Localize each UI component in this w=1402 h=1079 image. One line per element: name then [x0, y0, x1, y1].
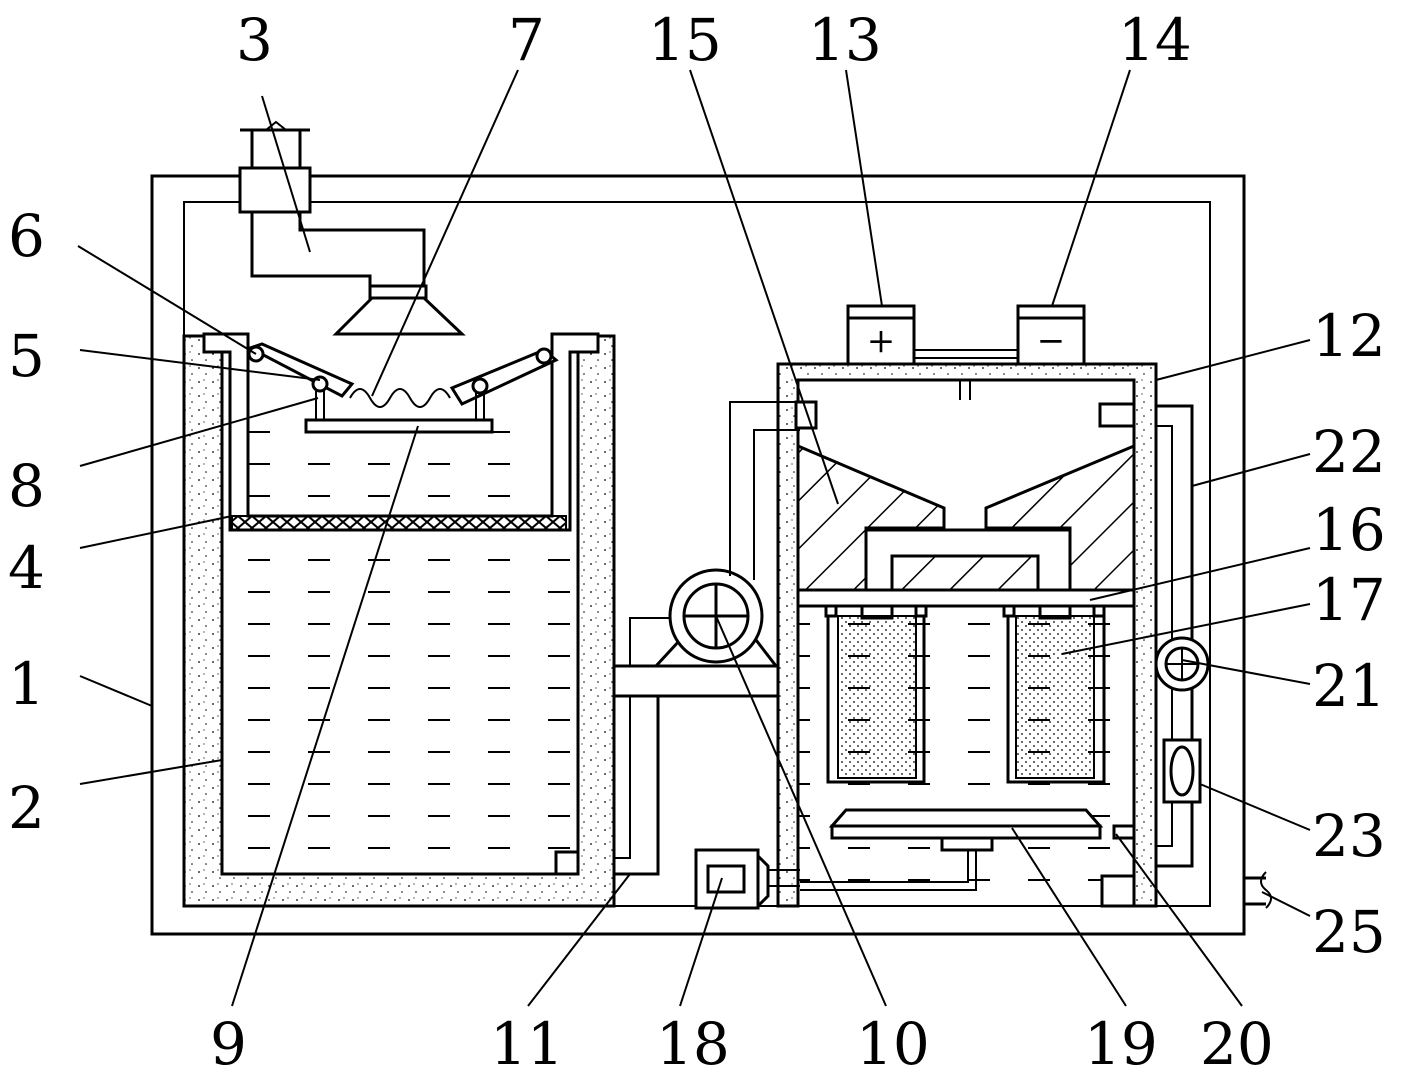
positive-terminal-label: + [867, 321, 896, 361]
motor [694, 848, 800, 910]
label-9: 9 [210, 1010, 247, 1074]
label-15: 15 [648, 6, 722, 74]
label-3: 3 [236, 6, 273, 74]
label-1: 1 [8, 650, 45, 718]
inlet-pipe [238, 120, 466, 336]
label-12: 12 [1312, 302, 1386, 370]
electrode-terminals: + − [846, 304, 1086, 366]
label-13: 13 [808, 6, 882, 74]
label-7: 7 [508, 6, 545, 74]
label-2: 2 [8, 774, 45, 842]
label-4: 4 [8, 534, 45, 602]
label-6: 6 [8, 202, 45, 270]
label-22: 22 [1312, 418, 1386, 486]
label-21: 21 [1312, 652, 1386, 720]
label-18: 18 [656, 1010, 730, 1074]
drain-outlet [1244, 871, 1272, 909]
left-tank [182, 334, 616, 908]
label-8: 8 [8, 452, 45, 520]
filter-basket [202, 332, 600, 532]
label-11: 11 [490, 1010, 564, 1074]
label-14: 14 [1118, 6, 1192, 74]
negative-terminal-label: − [1037, 321, 1066, 361]
adsorption-cartridges [824, 604, 1106, 784]
label-20: 20 [1200, 1010, 1274, 1074]
label-16: 16 [1312, 496, 1386, 564]
label-10: 10 [856, 1010, 930, 1074]
label-5: 5 [8, 322, 45, 390]
deflector-blocks [796, 443, 1136, 592]
label-19: 19 [1084, 1010, 1158, 1074]
leader-lines [77, 69, 1311, 1007]
part-labels: 1 2 3 4 5 6 7 8 9 10 11 12 13 14 15 16 1… [8, 6, 1386, 1078]
filter-mechanism [246, 342, 559, 434]
label-25: 25 [1312, 898, 1386, 966]
label-17: 17 [1312, 566, 1386, 634]
pump-assembly [614, 401, 800, 876]
bottom-aerator [800, 808, 1136, 891]
label-23: 23 [1312, 802, 1386, 870]
return-line [1154, 404, 1210, 868]
